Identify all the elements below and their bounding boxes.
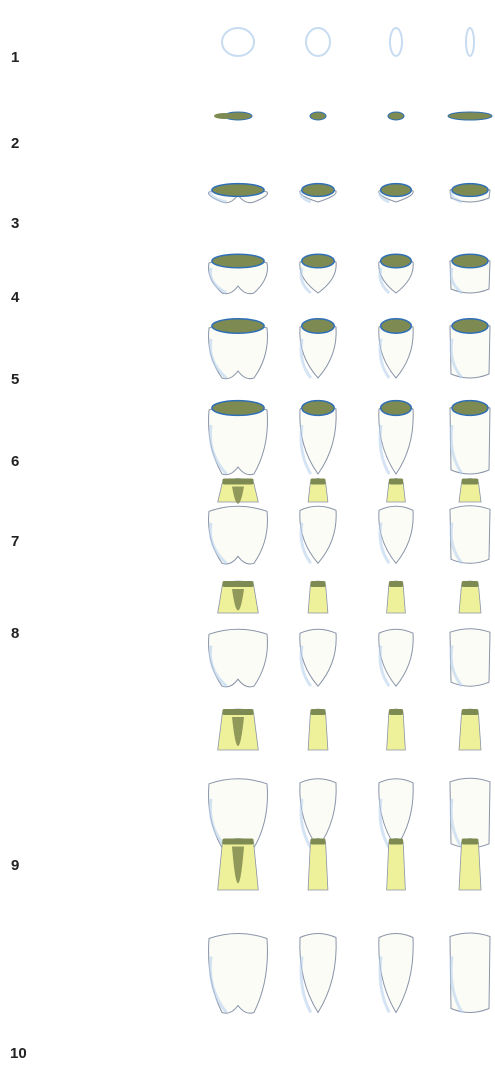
root-apex [222,709,253,715]
tooth-stage-3-molar [209,184,268,203]
enamel-cusp-tip [214,113,234,119]
root-apex [222,581,253,587]
enamel-cap [452,401,488,416]
stage-label-9: 9 [11,857,19,874]
developing-root [459,839,481,891]
enamel-cap [302,319,334,333]
crypt-outline [306,28,330,56]
tooth-stage-5-premolar [300,319,336,378]
stage-label-2: 2 [11,135,19,152]
enamel-cap [302,254,334,268]
tooth-stage-4-incisor [450,254,490,293]
tooth-stage-6-premolar [300,401,336,474]
crypt-outline [222,28,254,56]
tooth-stage-3-canine [379,184,413,202]
stage-label-1: 1 [11,49,19,66]
root-apex [462,581,479,587]
root-apex [310,479,325,485]
stage-label-8: 8 [11,625,19,642]
root-apex [389,479,403,485]
tooth-stage-1-canine [390,28,402,56]
tooth-stage-9-premolar [300,709,336,848]
tooth-stage-10-canine [379,839,413,1013]
tooth-stage-3-incisor [450,184,490,202]
crypt-outline [466,28,474,56]
root-apex [222,839,253,845]
root-apex [310,581,325,587]
enamel-cusp-tip [448,112,492,120]
developing-root [308,709,328,750]
tooth-stage-3-premolar [300,184,336,202]
enamel-cap [381,319,412,333]
tooth-stage-8-canine [379,581,413,686]
tooth-stage-10-incisor [450,839,490,1013]
developing-root [459,709,481,750]
root-apex [389,709,403,715]
developing-root [387,839,406,891]
enamel-cap [452,184,488,197]
tooth-stage-6-incisor [450,401,490,474]
crypt-outline [390,28,402,56]
enamel-cap [212,401,264,416]
tooth-stage-7-canine [379,479,413,564]
root-apex [389,581,403,587]
stage-label-10: 10 [10,1045,27,1062]
tooth-stage-4-canine [379,254,413,293]
tooth-stage-2-canine [388,112,404,120]
tooth-stage-5-molar [209,319,268,379]
enamel-cap [212,254,264,268]
tooth-stage-8-molar [209,581,268,687]
tooth-stage-8-premolar [300,581,336,686]
developing-root [308,839,328,891]
root-apex [389,839,403,845]
tooth-stage-4-premolar [300,254,336,293]
root-apex [462,709,479,715]
root-apex [310,839,325,845]
tooth-stage-7-molar [209,479,268,564]
enamel-cap [212,319,264,333]
tooth-stage-1-molar [222,28,254,56]
enamel-cusp-tip [310,112,326,120]
tooth-stage-7-premolar [300,479,336,564]
tooth-stage-8-incisor [450,581,490,686]
stage-label-6: 6 [11,453,19,470]
tooth-stage-1-incisor [466,28,474,56]
stage-label-4: 4 [11,289,20,306]
enamel-cap [381,184,412,197]
tooth-stage-9-canine [379,709,413,848]
tooth-stage-2-molar [214,112,252,120]
tooth-stage-9-incisor [450,709,490,848]
enamel-cap [381,254,412,268]
tooth-stage-9-molar [209,709,268,848]
enamel-cap [381,401,412,416]
tooth-stage-10-premolar [300,839,336,1013]
developing-root [387,709,406,750]
tooth-stage-5-canine [379,319,413,378]
stage-label-3: 3 [11,215,19,232]
stage-label-7: 7 [11,533,19,550]
tooth-stage-10-molar [209,839,268,1014]
enamel-cap [452,319,488,333]
tooth-stage-6-canine [379,401,413,474]
enamel-cap [302,401,334,416]
stage-label-5: 5 [11,371,19,388]
root-apex [462,479,479,485]
enamel-cap [452,254,488,268]
tooth-stage-6-molar [209,401,268,475]
enamel-cap [212,184,264,197]
root-apex [222,479,253,485]
enamel-cusp-tip [388,112,404,120]
tooth-stage-2-premolar [310,112,326,120]
tooth-stage-7-incisor [450,479,490,564]
root-apex [310,709,325,715]
tooth-stage-1-premolar [306,28,330,56]
tooth-stage-4-molar [209,254,268,293]
tooth-stage-2-incisor [448,112,492,120]
root-apex [462,839,479,845]
enamel-cap [302,184,334,197]
tooth-stage-5-incisor [450,319,490,378]
